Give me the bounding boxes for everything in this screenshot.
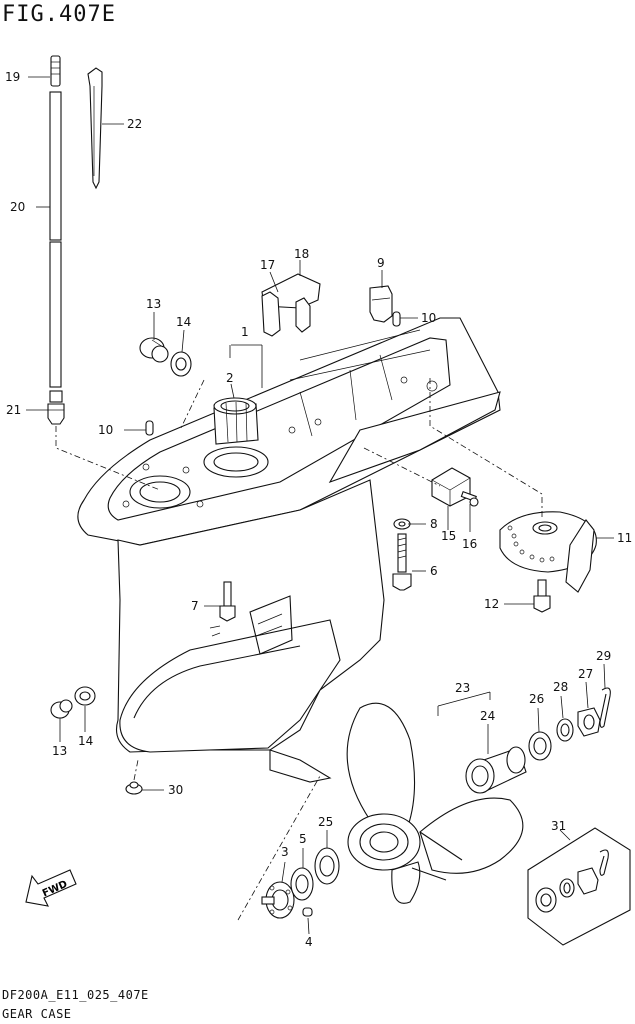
- part-15-anode-block: [431, 467, 471, 507]
- part-10-pin-upper: [392, 311, 401, 327]
- part-7-bolt: [219, 581, 236, 622]
- part-27-nut: [577, 707, 601, 737]
- callout-14-upper: 14: [176, 315, 191, 329]
- part-14-washer-upper: [170, 351, 192, 377]
- callout-16: 16: [462, 537, 477, 551]
- callout-3: 3: [281, 845, 289, 859]
- callout-7: 7: [191, 599, 199, 613]
- callout-2: 2: [226, 371, 234, 385]
- callout-28: 28: [553, 680, 568, 694]
- callout-30: 30: [168, 783, 183, 797]
- callout-25: 25: [318, 815, 333, 829]
- propeller: [346, 702, 524, 904]
- callout-6: 6: [430, 564, 438, 578]
- part-22-band: [87, 67, 103, 190]
- figure-name: GEAR CASE: [2, 1007, 72, 1021]
- part-3-thrust-hub: [261, 881, 295, 919]
- callout-17: 17: [260, 258, 275, 272]
- part-5-washer: [290, 867, 314, 901]
- part-16-bolt: [460, 491, 479, 507]
- callout-11: 11: [617, 531, 632, 545]
- part-20-shift-rod: [49, 91, 62, 388]
- part-30-plug: [125, 781, 143, 795]
- callout-26: 26: [529, 692, 544, 706]
- callout-24: 24: [480, 709, 495, 723]
- callout-10-lower: 10: [98, 423, 113, 437]
- callout-27: 27: [578, 667, 593, 681]
- gear-case-housing: [77, 317, 501, 783]
- part-19-rod-end: [50, 55, 61, 87]
- part-26-washer: [528, 731, 552, 761]
- part-29-cotter-pin: [599, 687, 611, 728]
- part-4-pin: [302, 907, 313, 917]
- callout-13-lower: 13: [52, 744, 67, 758]
- callout-29: 29: [596, 649, 611, 663]
- callout-22: 22: [127, 117, 142, 131]
- callout-15: 15: [441, 529, 456, 543]
- part-11-trim-tab: [499, 511, 597, 593]
- part-24-spacer: [465, 746, 527, 794]
- callout-31: 31: [551, 819, 566, 833]
- figure-title: FIG.407E: [2, 2, 116, 27]
- callout-21: 21: [6, 403, 21, 417]
- callout-5: 5: [299, 832, 307, 846]
- callout-numbers: 1 2 3 4 5 6 7 8 9 10 10 11 12 13 13 14 1…: [5, 70, 632, 949]
- part-13-plug-lower: [50, 699, 73, 719]
- callout-1: 1: [241, 325, 249, 339]
- callout-9: 9: [377, 256, 385, 270]
- callout-4: 4: [305, 935, 313, 949]
- part-31-kit-box: [527, 827, 631, 946]
- callout-13-upper: 13: [146, 297, 161, 311]
- part-17-18-plate: [261, 273, 321, 337]
- leader-lines: [26, 76, 614, 935]
- part-10-pin-lower: [145, 420, 154, 436]
- part-12-bolt: [533, 579, 551, 613]
- callout-20: 20: [10, 200, 25, 214]
- part-25-spacer: [314, 847, 340, 885]
- assembly-lines: [55, 378, 543, 921]
- callout-8: 8: [430, 517, 438, 531]
- callout-14-lower: 14: [78, 734, 93, 748]
- figure-code: DF200A_E11_025_407E: [2, 988, 149, 1002]
- callout-23: 23: [455, 681, 470, 695]
- part-14-washer-lower: [74, 686, 96, 706]
- part-28-washer: [556, 718, 574, 742]
- forward-direction-arrow: FWD: [25, 869, 77, 907]
- callout-18: 18: [294, 247, 309, 261]
- callout-19: 19: [5, 70, 20, 84]
- part-13-plug-upper: [139, 337, 169, 363]
- part-21-rod-joint: [47, 390, 65, 425]
- part-8-washer: [393, 518, 411, 530]
- callout-12: 12: [484, 597, 499, 611]
- part-9-cap: [369, 285, 393, 323]
- callout-10-upper: 10: [421, 311, 436, 325]
- part-6-bolt: [392, 533, 412, 591]
